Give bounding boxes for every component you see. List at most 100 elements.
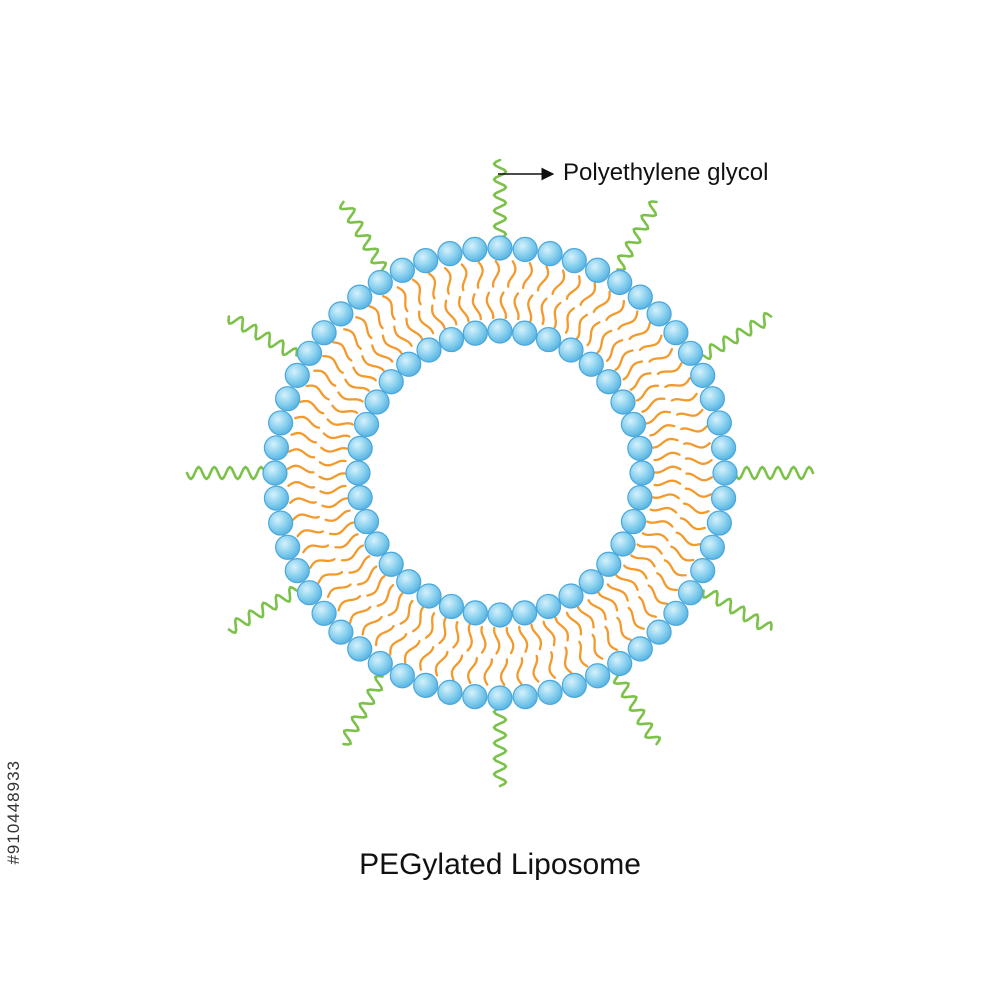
peg-chain bbox=[227, 585, 298, 635]
lipid-tail bbox=[675, 408, 704, 417]
inner-head-bead bbox=[345, 460, 371, 486]
peg-chain bbox=[342, 674, 384, 746]
outer-head-bead bbox=[284, 558, 310, 584]
lipid-tail bbox=[591, 633, 604, 660]
lipid-tail bbox=[540, 297, 548, 326]
inner-head-bead bbox=[512, 600, 538, 626]
inner-head-bead bbox=[416, 337, 442, 363]
inner-head-bead bbox=[487, 318, 513, 344]
lipid-tail bbox=[629, 372, 652, 391]
lipid-tail bbox=[628, 321, 652, 341]
outer-head-bead bbox=[712, 460, 738, 486]
peg-chain bbox=[185, 465, 267, 481]
outer-head-bead bbox=[690, 362, 716, 388]
lipid-tail bbox=[587, 599, 607, 621]
outer-head-bead bbox=[607, 650, 633, 677]
inner-head-bead bbox=[353, 411, 380, 438]
outer-head-bead bbox=[706, 410, 732, 436]
lipid-tail bbox=[638, 334, 663, 351]
lipid-tail bbox=[287, 481, 316, 489]
outer-head-bead bbox=[367, 269, 393, 296]
lipid-tail bbox=[309, 557, 336, 569]
inner-head-bead bbox=[462, 320, 488, 346]
lipid-tail bbox=[331, 341, 353, 362]
peg-chain bbox=[616, 200, 658, 272]
lipid-tail bbox=[387, 592, 404, 617]
lipid-tail bbox=[374, 624, 395, 647]
outer-head-bead bbox=[646, 301, 672, 327]
inner-head-bead bbox=[347, 435, 373, 461]
lipid-tail bbox=[396, 286, 409, 313]
lipid-tail bbox=[630, 554, 656, 568]
lipid-tail bbox=[527, 294, 534, 323]
inner-head-bead bbox=[535, 326, 562, 353]
lipid-tail bbox=[505, 626, 515, 655]
lipid-tail bbox=[684, 487, 713, 498]
lipid-tail bbox=[548, 651, 557, 679]
lipid-tail bbox=[651, 493, 680, 500]
lipid-tail bbox=[670, 392, 698, 402]
lipid-tail bbox=[352, 366, 377, 382]
inner-head-bead bbox=[347, 485, 373, 511]
lipid-tail bbox=[656, 362, 683, 376]
lipid-tail bbox=[636, 543, 663, 555]
inner-head-bead bbox=[438, 326, 465, 353]
inner-phospholipid-heads bbox=[345, 318, 655, 628]
peg-chain bbox=[227, 315, 299, 357]
outer-head-bead bbox=[263, 435, 290, 461]
outer-head-bead bbox=[311, 320, 337, 346]
peg-chain bbox=[492, 158, 508, 240]
lipid-tail bbox=[318, 472, 347, 481]
lipid-tail bbox=[324, 509, 351, 522]
inner-head-bead bbox=[629, 460, 655, 486]
peg-chain bbox=[612, 675, 662, 746]
lipid-tail bbox=[460, 263, 468, 292]
lipid-tail bbox=[563, 646, 573, 674]
lipid-tail bbox=[337, 391, 364, 403]
outer-head-bead bbox=[537, 679, 563, 705]
inner-head-bead bbox=[596, 551, 622, 577]
lipid-tail bbox=[321, 354, 344, 374]
lipid-tail bbox=[530, 623, 543, 651]
lipid-tail bbox=[680, 425, 708, 433]
lipid-tail bbox=[371, 344, 394, 363]
lipid-tail bbox=[614, 349, 634, 371]
lipid-tail bbox=[646, 520, 674, 528]
lipid-tail bbox=[491, 259, 501, 288]
peg-chain bbox=[702, 311, 773, 361]
outer-head-bead bbox=[561, 248, 587, 274]
lipid-tail bbox=[553, 301, 562, 330]
lipid-tail bbox=[663, 559, 687, 577]
lipid-tail bbox=[393, 325, 413, 347]
outer-head-bead bbox=[487, 685, 513, 711]
lipid-tail bbox=[579, 282, 597, 306]
lipid-tail bbox=[356, 565, 378, 586]
outer-head-bead bbox=[268, 410, 294, 436]
lipid-tail bbox=[319, 484, 347, 495]
lipid-tail bbox=[623, 564, 648, 580]
inner-head-bead bbox=[620, 411, 647, 438]
inner-head-bead bbox=[578, 351, 604, 377]
lipid-tail bbox=[499, 658, 509, 687]
lipid-tail bbox=[649, 424, 676, 437]
outer-head-bead bbox=[367, 650, 393, 677]
lipid-tail bbox=[424, 612, 436, 639]
lipid-tail bbox=[638, 596, 657, 618]
inner-head-bead bbox=[512, 320, 538, 346]
outer-head-bead bbox=[462, 683, 488, 710]
outer-head-bead bbox=[663, 320, 689, 346]
lipid-tail bbox=[438, 616, 447, 645]
lipid-tail bbox=[648, 347, 674, 363]
lipid-tail bbox=[344, 378, 370, 392]
lipid-tail bbox=[317, 570, 344, 584]
inner-head-bead bbox=[364, 389, 390, 415]
lipid-tail bbox=[411, 278, 422, 306]
lipid-tail bbox=[492, 626, 501, 655]
lipid-tail bbox=[653, 479, 682, 487]
lipid-tail bbox=[452, 620, 460, 649]
lipid-tail bbox=[627, 606, 645, 630]
lipid-tail bbox=[450, 654, 464, 681]
lipid-tail bbox=[664, 377, 691, 389]
peg-chain bbox=[338, 200, 388, 271]
lipid-tail bbox=[405, 317, 424, 341]
